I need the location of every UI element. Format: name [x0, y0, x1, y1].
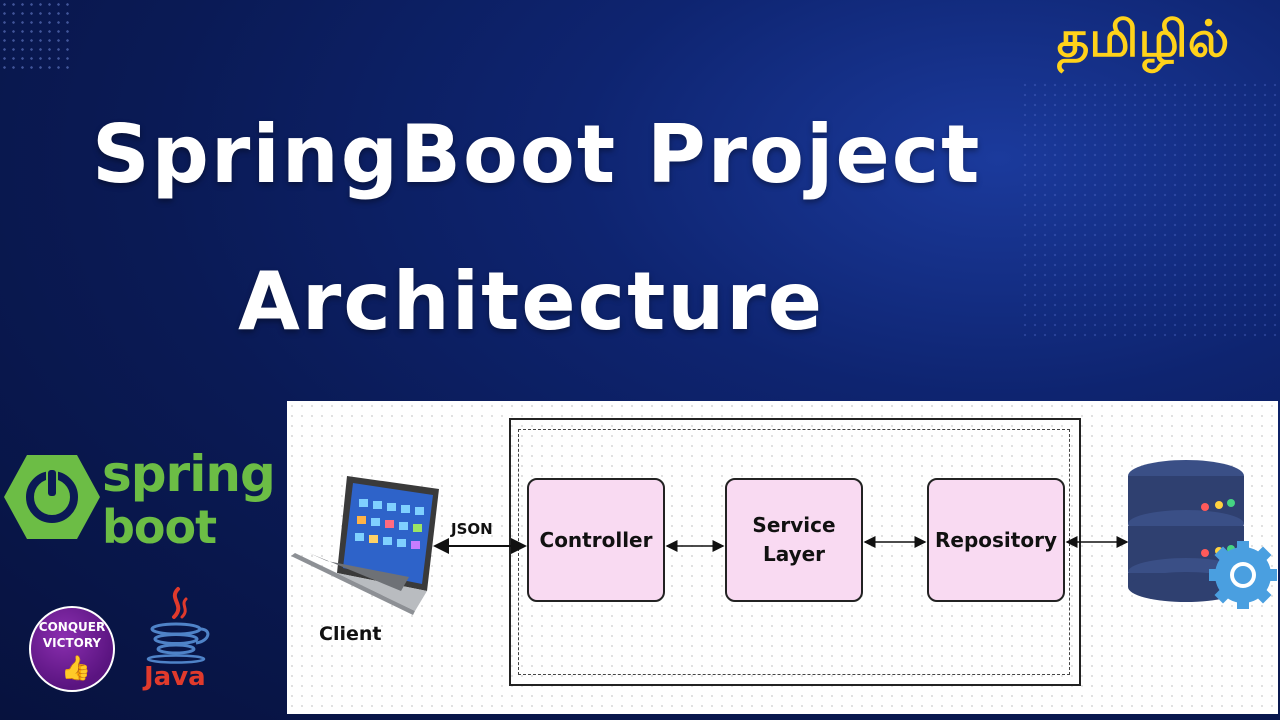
repository-label: Repository — [935, 527, 1057, 552]
title-line-2: Architecture — [238, 255, 824, 348]
conquer-victory-logo: CONQUER VICTORY 👍 — [29, 606, 115, 692]
decorative-dots-top-right — [1020, 80, 1280, 340]
client-label: Client — [319, 623, 382, 645]
boot-word: boot — [102, 500, 217, 554]
laptop-icon — [291, 476, 439, 615]
architecture-diagram: JSON Client Controller Service Layer Rep… — [287, 401, 1278, 714]
service-layer-label: Service Layer — [752, 513, 836, 566]
database-icon — [1128, 460, 1277, 609]
controller-layer-box: Controller — [527, 478, 665, 602]
spring-word: spring — [102, 445, 276, 503]
language-badge: தமிழில் — [1056, 10, 1230, 68]
gear-icon — [1209, 541, 1277, 609]
diagram-graphics — [291, 460, 1277, 615]
victory-text: VICTORY — [42, 636, 102, 650]
java-cup-icon — [146, 587, 210, 664]
spring-power-hexagon-icon — [4, 455, 100, 539]
spring-boot-logo: spring boot — [2, 440, 276, 560]
title-line-1: SpringBoot Project — [92, 108, 982, 201]
repository-layer-box: Repository — [927, 478, 1065, 602]
java-word: Java — [144, 662, 206, 692]
json-label: JSON — [451, 520, 493, 538]
service-layer-box: Service Layer — [725, 478, 863, 602]
controller-label: Controller — [539, 527, 653, 552]
decorative-dots-top-left — [0, 0, 70, 70]
thumbs-up-icon: 👍 — [61, 654, 91, 682]
java-logo: Java — [138, 585, 214, 697]
conquer-text: CONQUER — [38, 620, 106, 634]
